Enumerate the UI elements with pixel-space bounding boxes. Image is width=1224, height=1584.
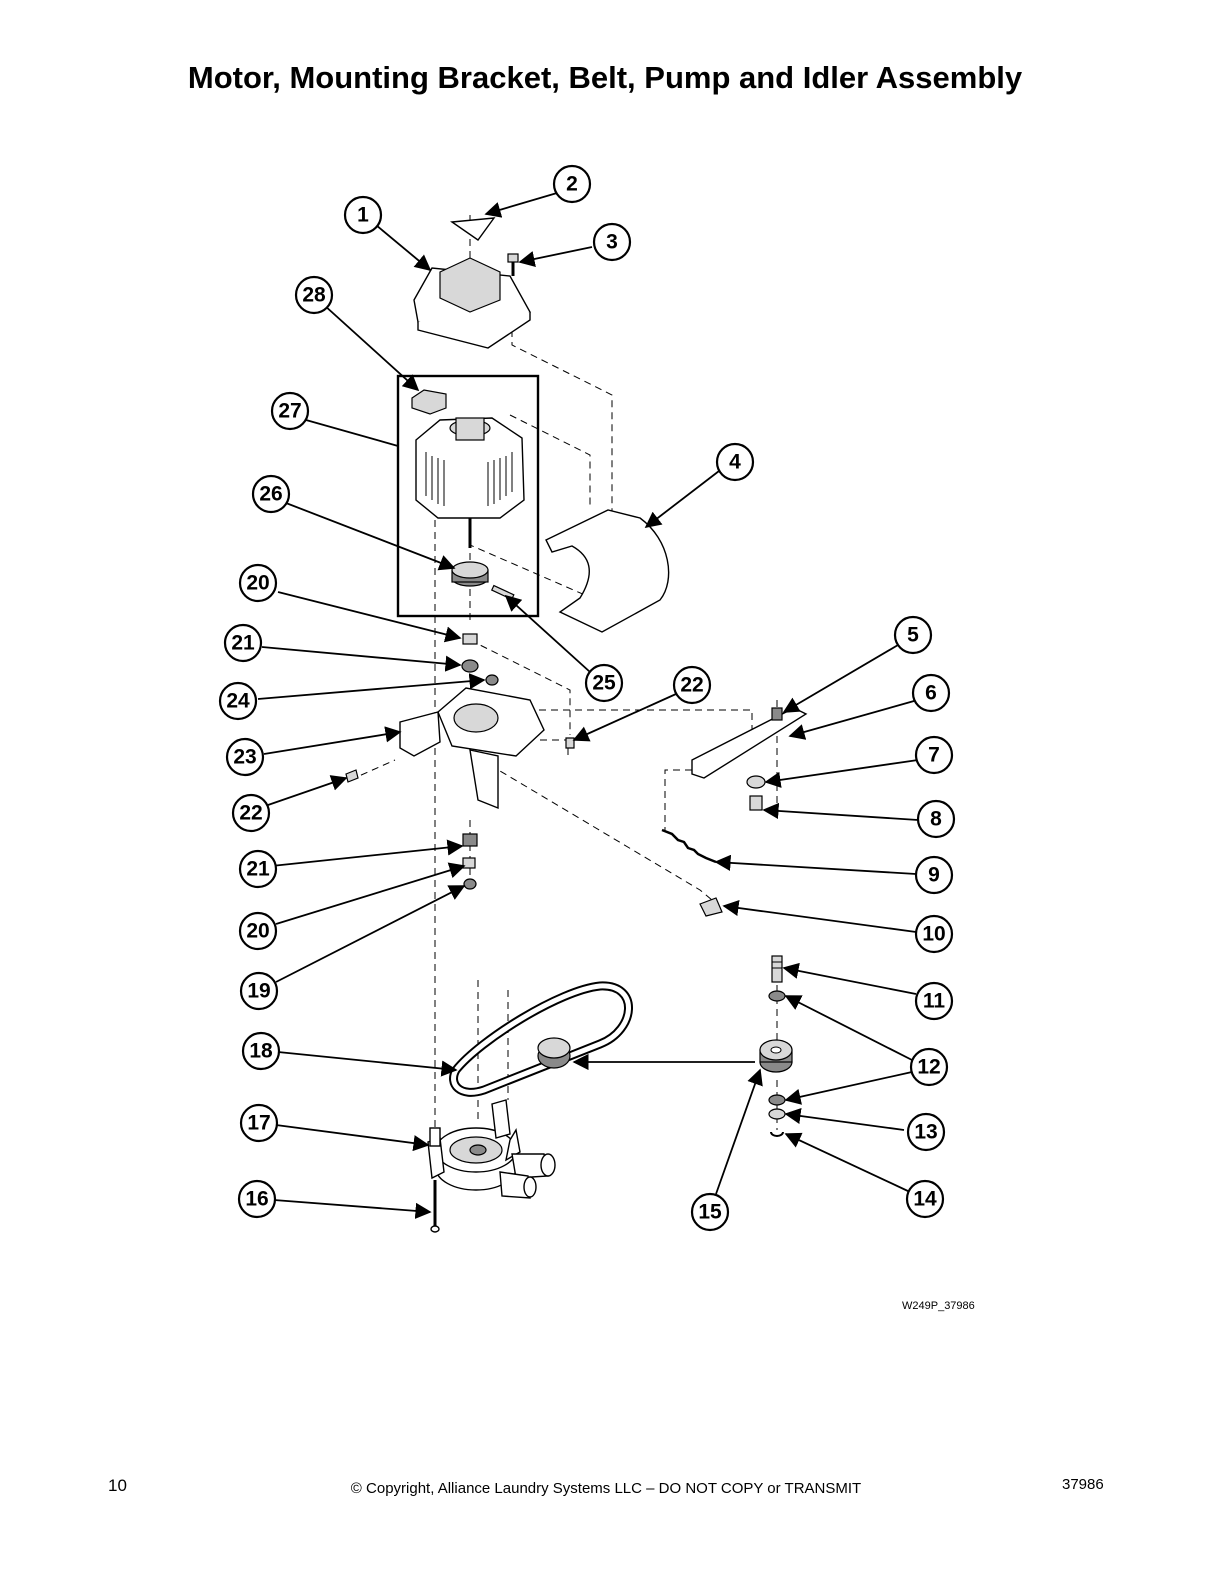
svg-text:17: 17	[247, 1112, 270, 1135]
svg-text:21: 21	[246, 858, 270, 881]
callout-25: 25	[584, 663, 624, 703]
washer-lower-part	[768, 1094, 786, 1106]
callout-11: 11	[914, 981, 954, 1021]
callout-3: 3	[592, 222, 632, 262]
drive-belt-part	[449, 981, 633, 1097]
idler-arm-part	[691, 707, 808, 811]
svg-text:6: 6	[925, 682, 937, 705]
svg-text:4: 4	[729, 451, 741, 474]
svg-text:24: 24	[226, 690, 250, 713]
idler-spring-part	[661, 828, 717, 864]
callout-24: 24	[218, 681, 258, 721]
svg-text:10: 10	[922, 923, 945, 946]
callout-22-left: 22	[231, 793, 271, 833]
mounting-bracket-part	[399, 687, 545, 810]
svg-text:25: 25	[592, 672, 616, 695]
callout-1: 1	[343, 195, 383, 235]
svg-text:7: 7	[928, 744, 940, 767]
callout-7: 7	[914, 735, 954, 775]
screw-part	[507, 253, 519, 276]
figure-code: W249P_37986	[902, 1300, 975, 1312]
svg-text:22: 22	[239, 802, 262, 825]
callout-20-lower: 20	[238, 911, 278, 951]
motor-part	[415, 417, 525, 548]
idler-stud-part	[771, 955, 783, 983]
callout-21-lower: 21	[238, 849, 278, 889]
callout-6: 6	[911, 673, 951, 713]
svg-text:16: 16	[245, 1188, 268, 1211]
callout-4: 4	[715, 442, 755, 482]
svg-text:19: 19	[247, 980, 270, 1003]
bracket-screw-right	[565, 737, 575, 749]
svg-text:27: 27	[278, 400, 301, 423]
callout-5: 5	[893, 615, 933, 655]
spring-clip-part	[699, 897, 723, 917]
svg-text:26: 26	[259, 483, 282, 506]
grommet-parts-lower	[462, 833, 478, 890]
motor-cover-part	[413, 257, 531, 349]
callout-17: 17	[239, 1103, 279, 1143]
callout-18: 18	[241, 1031, 281, 1071]
callout-23: 23	[225, 737, 265, 777]
grommet-parts-upper	[461, 633, 499, 686]
callout-8: 8	[916, 799, 956, 839]
svg-text:13: 13	[914, 1121, 937, 1144]
page-title: Motor, Mounting Bracket, Belt, Pump and …	[187, 60, 1023, 95]
svg-text:22: 22	[680, 674, 703, 697]
triangle-clip-part	[450, 217, 496, 241]
callout-16: 16	[237, 1179, 277, 1219]
callout-26: 26	[251, 474, 291, 514]
flat-washer-part	[768, 1108, 786, 1120]
callout-13: 13	[906, 1112, 946, 1152]
belt-guard-part	[545, 509, 670, 633]
motor-pulley-part	[451, 561, 489, 587]
callout-15: 15	[690, 1192, 730, 1232]
key-pin-part	[490, 584, 515, 601]
svg-text:28: 28	[302, 284, 326, 307]
pump-part	[427, 1099, 556, 1199]
svg-text:3: 3	[606, 231, 618, 254]
pump-bolt-part	[430, 1180, 440, 1233]
svg-text:2: 2	[566, 173, 578, 196]
callout-27: 27	[270, 391, 310, 431]
copyright-notice: © Copyright, Alliance Laundry Systems LL…	[350, 1480, 862, 1497]
svg-text:9: 9	[928, 864, 940, 887]
svg-text:1: 1	[357, 204, 369, 227]
callout-22-right: 22	[672, 665, 712, 705]
svg-text:8: 8	[930, 808, 942, 831]
svg-text:23: 23	[233, 746, 256, 769]
callout-21-upper: 21	[223, 623, 263, 663]
callout-19: 19	[239, 971, 279, 1011]
bracket-screw-left	[345, 769, 359, 783]
callout-14: 14	[905, 1179, 945, 1219]
motor-switch-part	[411, 389, 447, 415]
svg-text:15: 15	[698, 1201, 722, 1224]
svg-text:11: 11	[923, 990, 946, 1013]
idler-pulley-part	[759, 1039, 793, 1073]
callout-9: 9	[914, 855, 954, 895]
callout-20-upper: 20	[238, 563, 278, 603]
callout-28: 28	[294, 275, 334, 315]
svg-text:21: 21	[231, 632, 255, 655]
page-number: 10	[108, 1476, 127, 1495]
washer-upper-part	[768, 990, 786, 1002]
callout-12: 12	[909, 1047, 949, 1087]
svg-text:20: 20	[246, 920, 269, 943]
svg-text:20: 20	[246, 572, 269, 595]
document-number: 37986	[1062, 1476, 1104, 1493]
callout-10: 10	[914, 914, 954, 954]
retaining-ring-part	[770, 1131, 784, 1137]
svg-text:18: 18	[249, 1040, 273, 1063]
callout-2: 2	[552, 164, 592, 204]
motor-assembly-box	[396, 374, 540, 618]
svg-text:14: 14	[913, 1188, 937, 1211]
callout-leaders	[257, 192, 919, 1219]
svg-text:12: 12	[917, 1056, 940, 1079]
svg-text:5: 5	[907, 624, 919, 647]
